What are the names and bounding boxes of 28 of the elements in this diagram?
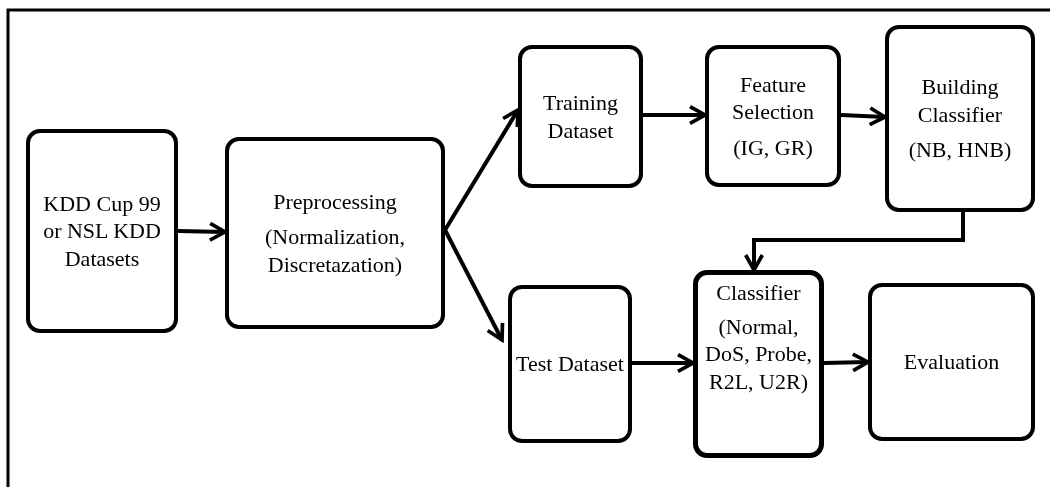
box-title: KDD Cup 99 or NSL KDD Datasets <box>42 189 162 273</box>
box-title: Classifier <box>716 279 801 307</box>
process-box <box>26 129 178 333</box>
arrow <box>632 352 695 374</box>
box-title: Test Dataset <box>516 350 624 378</box>
box-detail: (NB, HNB) <box>908 136 1012 164</box>
process-box <box>705 45 841 187</box>
arrow <box>743 212 965 272</box>
arrow <box>443 229 505 342</box>
arrow <box>643 104 707 126</box>
box-title: Building Classifier <box>916 73 1004 129</box>
process-box <box>225 137 445 329</box>
process-box <box>868 283 1035 441</box>
arrow <box>840 106 887 127</box>
box-title: Evaluation <box>903 348 1000 376</box>
process-box <box>885 25 1035 212</box>
box-title: Feature Selection <box>731 70 815 126</box>
box-detail: (Normal, DoS, Probe, R2L, U2R) <box>704 312 813 395</box>
box-detail: (Normalization, Discretazation) <box>264 223 406 279</box>
arrow <box>177 221 227 242</box>
arrow <box>823 352 870 373</box>
process-box <box>508 285 632 443</box>
process-box <box>693 270 824 458</box>
box-title: Preprocessing <box>273 187 397 216</box>
arrow <box>443 108 520 232</box>
box-title: Training Dataset <box>542 89 619 144</box>
box-detail: (IG, GR) <box>733 133 813 162</box>
process-box <box>518 45 643 188</box>
